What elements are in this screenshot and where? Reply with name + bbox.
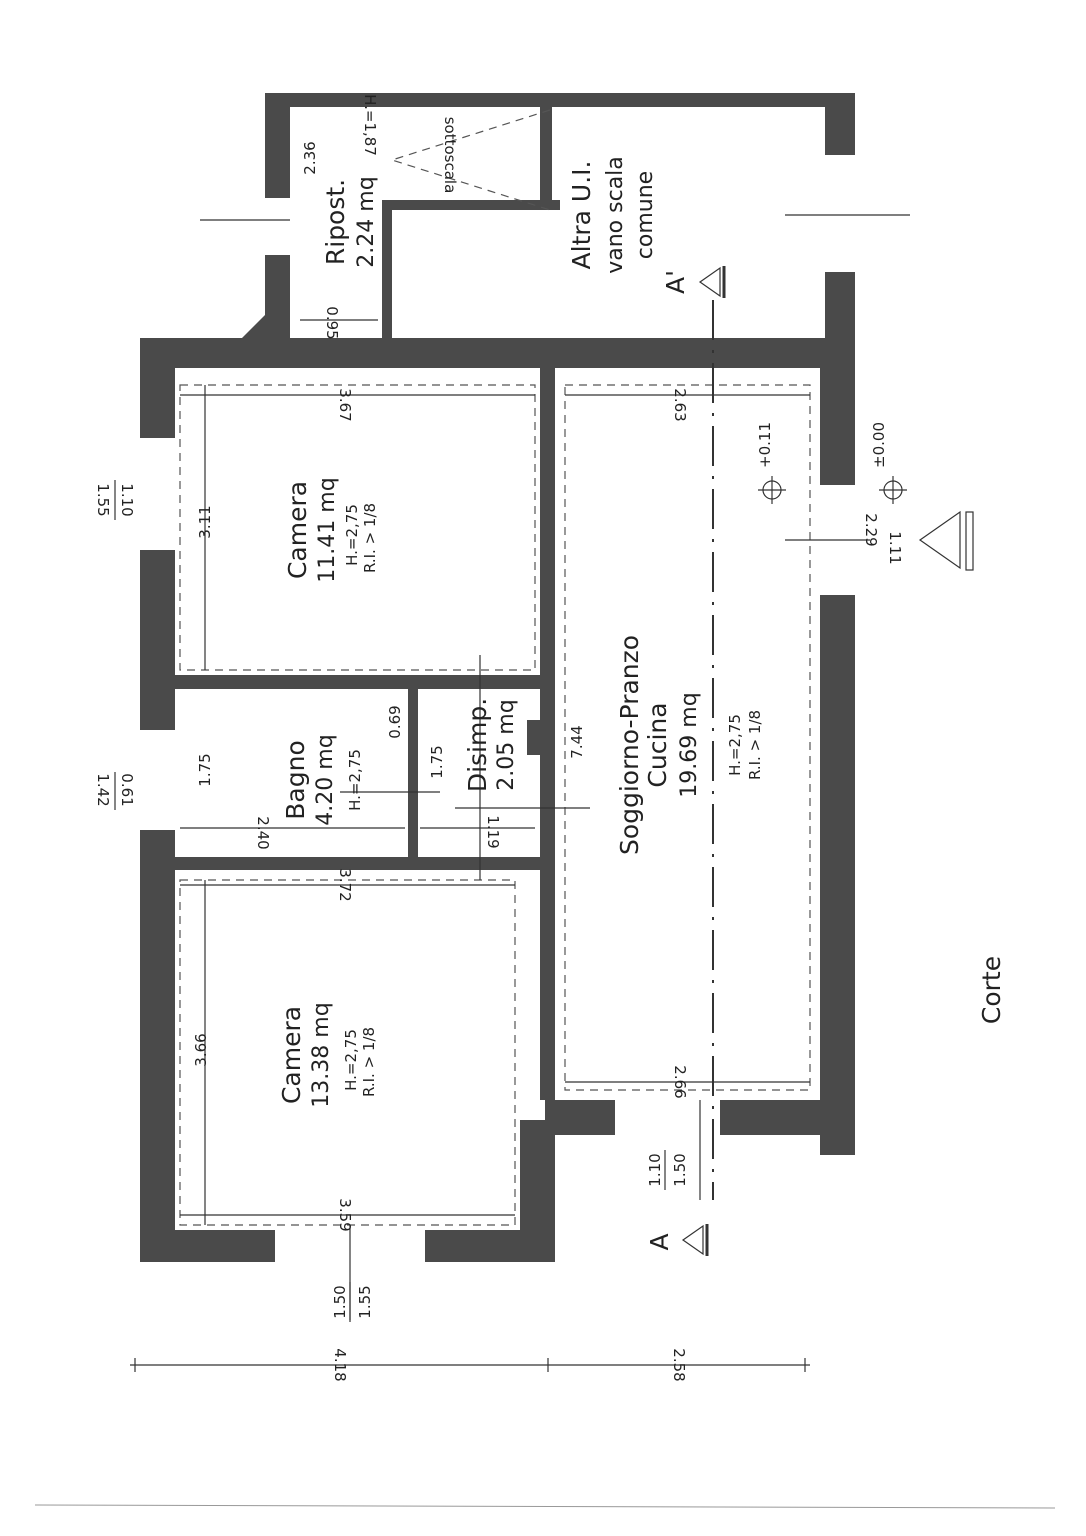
- room-name: Ripost.: [321, 179, 350, 265]
- room-name: Soggiorno-Pranzo: [615, 635, 644, 855]
- room-name: Altra U.I.: [567, 161, 596, 270]
- entry-marker-icon: [918, 510, 974, 571]
- room-soggiorno: 7.44 Soggiorno-Pranzo Cucina 19.69 mq H.…: [568, 388, 774, 1098]
- opening-dim: 1.42: [94, 773, 112, 806]
- ceiling-outlines: [179, 109, 811, 1226]
- room-disimp: Disimp. 2.05 mq 1.75 1.19: [428, 698, 519, 849]
- room-height: H.=2,75: [726, 714, 744, 776]
- dimension-label: 2.58: [670, 1348, 688, 1381]
- room-altra: Altra U.I. vano scala comune A': [567, 156, 690, 294]
- opening-dim: 2.29: [862, 513, 880, 546]
- dimension-lines: [130, 214, 910, 1372]
- room-height: H.=2,75: [342, 1029, 360, 1091]
- room-area: 2.05 mq: [494, 699, 519, 790]
- section-marker-a: [681, 1224, 709, 1256]
- opening-labels: 1.55 1.10 1.42 0.61 2.29 1.11 ±0.00 1.10…: [94, 422, 904, 1322]
- opening-dim: 1.10: [646, 1153, 664, 1186]
- overall-dimensions: 4.18 2.58: [331, 1348, 688, 1381]
- dimension-label: 3.67: [336, 388, 354, 421]
- dimension-label: 3.72: [336, 868, 354, 901]
- dimension-label: 4.18: [331, 1348, 349, 1381]
- room-name: Bagno: [281, 740, 310, 819]
- dimension-label: 0.95: [323, 306, 341, 339]
- opening-dim: 1.11: [886, 531, 904, 564]
- opening-dim: 1.55: [94, 483, 112, 516]
- room-camera-2: Camera 13.38 mq H.=2,75 R.I. > 1/8 3.72 …: [192, 868, 378, 1231]
- room-height: H.=1,87: [361, 94, 379, 156]
- room-name: Camera: [277, 1006, 306, 1104]
- opening-dim: 1.55: [356, 1285, 374, 1318]
- room-sub: comune: [633, 171, 658, 259]
- room-area: 13.38 mq: [309, 1002, 334, 1107]
- room-ri: R.I. > 1/8: [746, 710, 764, 780]
- dimension-label: 2.66: [671, 1065, 689, 1098]
- room-ripost: Ripost. 2.24 mq 2.36 0.95 H.=1,87 sottos…: [301, 94, 459, 340]
- dimension-label: 2.63: [671, 388, 689, 421]
- courtyard-label: Corte: [977, 956, 1006, 1024]
- room-name: Disimp.: [463, 698, 492, 792]
- room-height: H.=2,75: [346, 749, 364, 811]
- room-name: Camera: [283, 481, 312, 579]
- dimension-label: 2.36: [301, 141, 319, 174]
- room-area: 4.20 mq: [313, 734, 338, 825]
- level-marker-icons: [758, 476, 907, 504]
- dimension-label: 2.40: [254, 816, 272, 849]
- room-camera-1: Camera 11.41 mq H.=2,75 R.I. > 1/8 3.67 …: [196, 388, 379, 582]
- level-label: +0.11: [756, 422, 774, 468]
- dimension-label: 1.19: [484, 815, 502, 848]
- understair-label: sottoscala: [441, 117, 459, 194]
- section-label: A': [661, 270, 690, 294]
- dimension-label: 3.66: [192, 1033, 210, 1066]
- opening-dim: 1.10: [118, 483, 136, 516]
- opening-dim: 1.50: [331, 1285, 349, 1318]
- room-name: Cucina: [643, 702, 672, 787]
- opening-dim: 1.50: [671, 1153, 689, 1186]
- dimension-label: 0.69: [386, 705, 404, 738]
- dimension-label: 3.59: [336, 1198, 354, 1231]
- section-marker-a-prime: [698, 266, 726, 298]
- opening-dim: 0.61: [118, 773, 136, 806]
- room-bagno: Bagno 4.20 mq H.=2,75 0.69 1.75 2.40: [196, 705, 404, 849]
- page-border-line: [34, 1504, 1056, 1509]
- dimension-label: 1.75: [196, 753, 214, 786]
- room-sub: vano scala: [603, 156, 628, 274]
- room-ri: R.I. > 1/8: [361, 503, 379, 573]
- room-area: 19.69 mq: [677, 692, 702, 797]
- walls: [140, 93, 855, 1262]
- section-label: A: [645, 1233, 674, 1250]
- room-area: 2.24 mq: [354, 176, 379, 267]
- room-area: 11.41 mq: [315, 477, 340, 582]
- dimension-label: 1.75: [428, 745, 446, 778]
- level-label: ±0.00: [870, 422, 888, 468]
- room-height: H.=2,75: [343, 504, 361, 566]
- room-ri: R.I. > 1/8: [360, 1027, 378, 1097]
- dimension-label: 3.11: [196, 505, 214, 538]
- dimension-label: 7.44: [568, 725, 586, 758]
